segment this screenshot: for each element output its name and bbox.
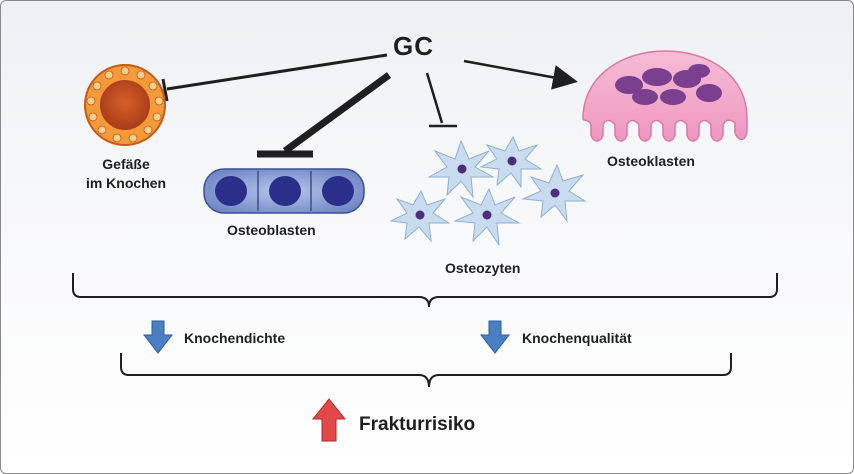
activate-arrow-osteoclasts xyxy=(463,59,578,90)
fracture-risk-label: Frakturrisiko xyxy=(359,414,476,435)
inhibit-line-vessels xyxy=(161,53,388,102)
up-arrow-icon xyxy=(311,398,347,442)
gc-label: GC xyxy=(393,31,434,61)
osteoclast-icon xyxy=(582,50,748,142)
bone-quality-label: Knochenqualität xyxy=(522,330,632,346)
osteoblast-label: Osteoblasten xyxy=(227,222,316,238)
vessel-label: Gefäße im Knochen xyxy=(71,155,181,193)
vessel-icon xyxy=(84,64,166,146)
osteocytes-icon xyxy=(389,135,587,246)
bottom-brace xyxy=(120,353,732,388)
osteocyte-label: Osteozyten xyxy=(445,260,521,276)
osteoblasts-icon xyxy=(203,168,365,214)
vessel-label-line1: Gefäße xyxy=(102,156,150,172)
bone-density-label: Knochendichte xyxy=(184,330,286,346)
inhibit-line-osteocytes xyxy=(425,72,457,128)
top-brace xyxy=(72,273,778,308)
inhibit-line-osteoblasts xyxy=(257,72,392,158)
vessel-label-line2: im Knochen xyxy=(85,175,167,191)
down-arrow-icon xyxy=(142,320,174,354)
down-arrow-icon xyxy=(479,320,511,354)
osteoclast-label: Osteoklasten xyxy=(607,153,695,169)
